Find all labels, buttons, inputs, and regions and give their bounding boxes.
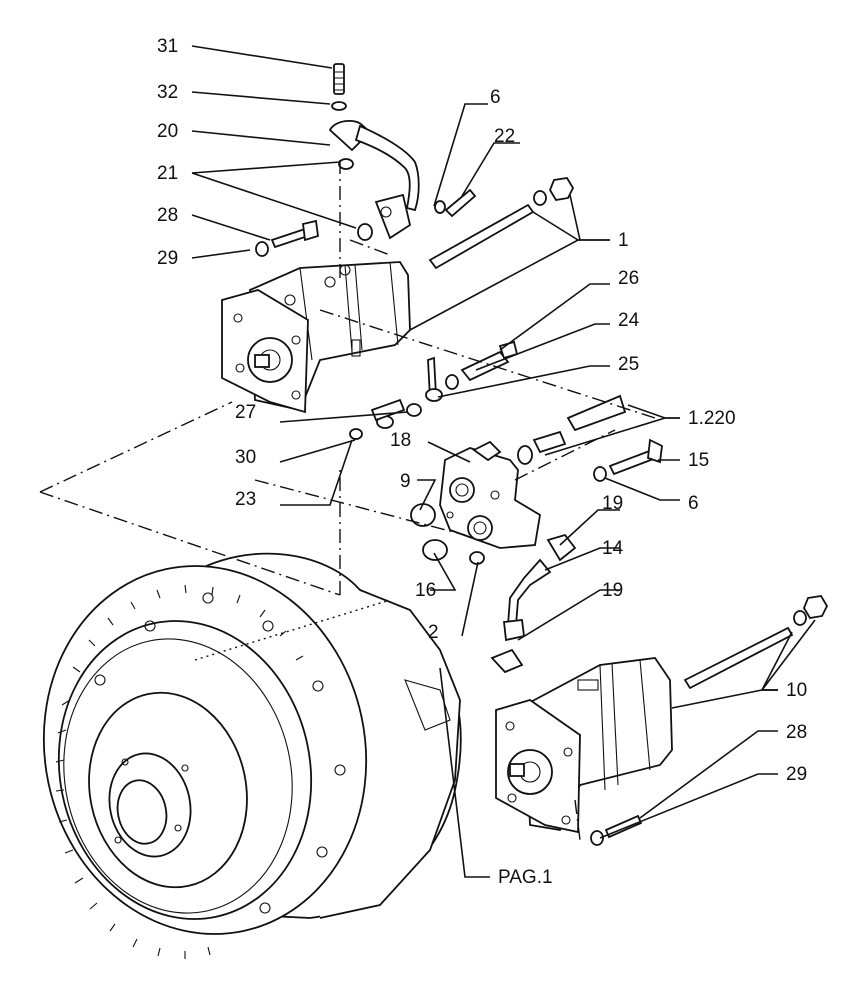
leader-lines: [191, 45, 816, 878]
callout-19b: 19: [602, 580, 623, 601]
center-lines: [39, 160, 656, 841]
lower-hydraulic-pump: [495, 595, 829, 846]
callout-29b: 29: [786, 764, 807, 785]
callout-pag-1: PAG.1: [498, 867, 553, 888]
callout-27: 27: [235, 402, 256, 423]
gear-teeth: [55, 584, 304, 959]
callout-labels: 31 32 20 21 28 29 6 22 1 26 24 25 27 1.2…: [157, 36, 807, 888]
pipe-assembly: [490, 533, 577, 674]
callout-24: 24: [618, 310, 640, 331]
callout-19: 19: [602, 493, 623, 514]
callout-18: 18: [390, 430, 411, 451]
callout-31: 31: [157, 36, 178, 57]
callout-20: 20: [157, 121, 178, 142]
final-drive-housing: [42, 552, 462, 959]
callout-2: 2: [428, 622, 439, 643]
callout-16: 16: [415, 580, 436, 601]
callout-26: 26: [618, 268, 639, 289]
callout-29: 29: [157, 248, 178, 269]
callout-25: 25: [618, 354, 639, 375]
callout-14: 14: [602, 538, 624, 559]
callout-6b: 6: [688, 493, 699, 514]
callout-10: 10: [786, 680, 807, 701]
callout-28: 28: [157, 205, 178, 226]
callout-15: 15: [688, 450, 709, 471]
callout-23: 23: [235, 489, 256, 510]
callout-30: 30: [235, 447, 256, 468]
callout-22: 22: [494, 126, 515, 147]
upper-hydraulic-pump: [221, 261, 411, 414]
pressure-pipe-assembly: [328, 63, 420, 241]
callout-1: 1: [618, 230, 629, 251]
callout-9: 9: [400, 471, 411, 492]
bolt-holes: [94, 592, 346, 914]
callout-1-220: 1.220: [688, 408, 736, 429]
callout-32: 32: [157, 82, 178, 103]
upper-fasteners: [255, 177, 575, 270]
callout-28b: 28: [786, 722, 807, 743]
callout-6: 6: [490, 87, 501, 108]
callout-21: 21: [157, 163, 178, 184]
control-valve-block: [349, 340, 663, 565]
